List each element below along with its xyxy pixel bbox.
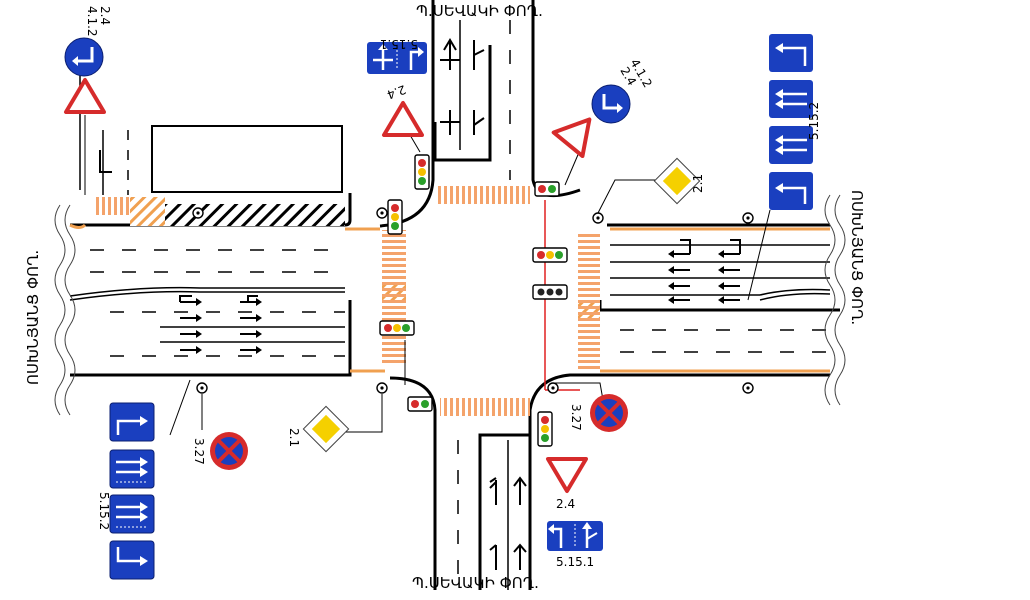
sign-label-right-panel: 5.15.2 <box>807 102 821 140</box>
sign-label-top-left: 2.4 <box>98 6 112 25</box>
leader-lines <box>84 115 771 436</box>
street-label-top: Պ.ՍԵՎԱԿԻ ՓՈՂ. <box>416 2 543 20</box>
traffic-light-east-arrows <box>532 284 568 300</box>
sign-label-left-panel: 5.15.2 <box>97 492 111 530</box>
traffic-light-east <box>532 247 568 263</box>
lane-direction-panel-icon <box>769 34 813 210</box>
traffic-light-south-west <box>407 396 433 412</box>
lane-direction-panel-icon <box>547 521 603 551</box>
turn-right-round-icon <box>591 84 631 124</box>
crosswalk-south <box>440 398 530 416</box>
traffic-light-west <box>379 320 415 336</box>
yield-triangle-icon <box>546 457 588 493</box>
sign-label-left-priority: 2.1 <box>287 428 301 447</box>
street-label-left: ՈՍԽՆՅԱՆՑ ՓՈՂ. <box>24 250 42 385</box>
no-stopping-icon <box>208 430 250 472</box>
yield-triangle-icon <box>64 78 106 114</box>
sign-label-bottom-panel: 5.15.1 <box>556 555 594 569</box>
sign-label-bottom-no-stopping: 3.27 <box>569 404 583 431</box>
crosswalk-north <box>438 186 530 204</box>
hatched-island <box>165 204 345 226</box>
street-break-lines <box>54 194 846 416</box>
crosswalk-west <box>382 230 406 365</box>
traffic-light-north <box>534 181 560 197</box>
lane-direction-panel-icon <box>108 401 156 581</box>
traffic-light-south-east <box>537 411 553 447</box>
crosswalk-northwest <box>93 197 130 215</box>
lane-arrows-west <box>179 295 263 355</box>
traffic-light-north-west <box>414 154 430 190</box>
turn-left-round-icon <box>64 37 104 77</box>
lane-arrows-north <box>440 38 485 135</box>
no-stopping-icon <box>588 392 630 434</box>
lane-markings <box>69 20 831 590</box>
street-label-right: ՈՍԽՆՅԱՆՑ ՓՈՂ. <box>848 190 866 325</box>
lane-arrows-east <box>667 239 741 305</box>
lane-direction-panel-icon <box>367 42 427 74</box>
sign-posts <box>192 207 754 394</box>
crosswalk-east <box>578 234 600 372</box>
sign-label-top-yield: 2.4 <box>385 82 408 102</box>
yield-triangle-icon <box>382 101 424 137</box>
sign-post-centers <box>196 211 750 390</box>
sign-label-right-priority: 2.1 <box>691 174 705 193</box>
sign-label-bottom-yield: 2.4 <box>556 497 575 511</box>
sign-label-top-panel: 5.15.1 <box>380 37 418 51</box>
street-label-bottom: Պ.ՍԵՎԱԿԻ ՓՈՂ. <box>412 574 539 592</box>
hatched-island-orange <box>130 197 165 226</box>
curb-accents <box>69 223 830 373</box>
sign-label-top-left-code: 4.1.2 <box>85 6 99 37</box>
lane-arrow-nw <box>99 150 112 173</box>
priority-road-icon <box>302 405 350 453</box>
sign-label-left-no-stopping: 3.27 <box>192 438 206 465</box>
traffic-light-west-small <box>387 199 403 235</box>
lane-arrows-south <box>489 476 527 570</box>
